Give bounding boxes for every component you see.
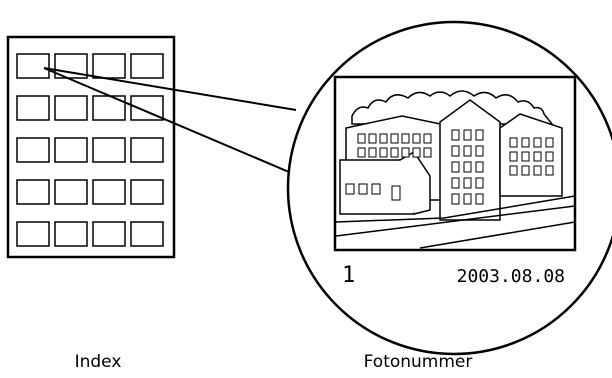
window [412,147,421,158]
window [509,165,518,176]
thumbnail [130,53,164,79]
building-windows [345,129,554,205]
thumbnail [54,137,88,163]
window [358,183,368,195]
connector-line-top [43,67,297,111]
window [475,193,484,205]
window [521,151,530,162]
thumbnail-grid [16,53,164,247]
connector-line-bottom [43,67,290,173]
index-caption: Index [74,352,122,372]
window [379,133,388,144]
window [423,133,432,144]
thumbnail [92,221,126,247]
photo-number-caption: Fotonummer [363,352,473,372]
window [475,177,484,189]
thumbnail [92,137,126,163]
thumbnail [16,95,50,121]
thumbnail [16,221,50,247]
window [451,129,460,141]
thumbnail [130,137,164,163]
window [475,145,484,157]
thumbnail [130,221,164,247]
window [463,193,472,205]
window [390,147,399,158]
thumbnail [130,179,164,205]
window [368,147,377,158]
window [475,161,484,173]
photo-date: 2003.08.08 [457,266,565,287]
window [357,147,366,158]
window [371,183,381,195]
window [345,183,355,195]
window [509,137,518,148]
window [391,185,401,201]
window [509,151,518,162]
window [533,151,542,162]
thumbnail [92,179,126,205]
window [379,147,388,158]
window [451,161,460,173]
window [533,137,542,148]
window [545,165,554,176]
thumbnail [54,95,88,121]
window [463,129,472,141]
window [521,165,530,176]
thumbnail [16,137,50,163]
window [463,161,472,173]
window [545,151,554,162]
thumbnail [16,53,50,79]
window [545,137,554,148]
window [451,145,460,157]
window [475,129,484,141]
thumbnail [54,221,88,247]
window [451,177,460,189]
window [401,147,410,158]
thumbnail [16,179,50,205]
window [463,145,472,157]
thumbnail [92,53,126,79]
window [357,133,366,144]
window [368,133,377,144]
window [533,165,542,176]
window [390,133,399,144]
window [423,147,432,158]
window [521,137,530,148]
window [401,133,410,144]
window [412,133,421,144]
window [451,193,460,205]
thumbnail [54,179,88,205]
photo-number: 1 [342,263,355,288]
window [463,177,472,189]
